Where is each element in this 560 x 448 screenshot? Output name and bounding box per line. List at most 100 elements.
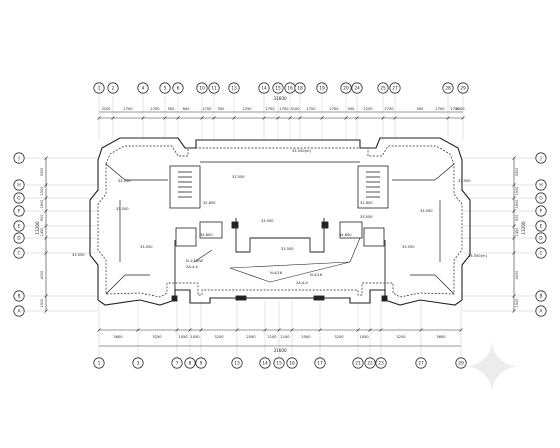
top-axis-bubble: 16 (284, 82, 296, 94)
left-axis-bubble: G (13, 192, 25, 204)
wiring-label: 2A-4-4 (186, 265, 199, 269)
svg-text:18: 18 (297, 86, 303, 92)
svg-text:E: E (540, 224, 543, 230)
bottom-dimension-value: 2100 (267, 335, 277, 339)
svg-text:27: 27 (418, 361, 424, 367)
svg-text:J: J (17, 156, 19, 162)
right-axis-bubble: F (535, 205, 547, 217)
left-axis-bubble: B (13, 290, 25, 302)
svg-text:21: 21 (355, 361, 361, 367)
bottom-total-dimension: 31600 (273, 348, 287, 353)
svg-text:27: 27 (392, 86, 398, 92)
top-axis-bubble: 4 (137, 82, 149, 94)
svg-text:7: 7 (176, 361, 179, 367)
svg-text:5: 5 (164, 86, 167, 92)
top-axis-bubble: 24 (351, 82, 363, 94)
central-walls (171, 218, 388, 302)
top-total-dimension: 31600 (273, 96, 287, 101)
right-dimension-value: 900 (515, 215, 519, 221)
bottom-dimension-value: 1050 (190, 335, 200, 339)
top-axis-bubble: 13 (228, 82, 240, 94)
top-dimension-value: 500 (218, 107, 226, 111)
top-axis-bubble: 10 (196, 82, 208, 94)
top-dimension-value: 3100 (290, 107, 300, 111)
svg-text:B: B (17, 294, 20, 300)
stair-core-right (339, 165, 389, 247)
svg-text:6: 6 (177, 86, 180, 92)
svg-text:20: 20 (343, 86, 349, 92)
bottom-axis-bubble: 23 (375, 357, 387, 369)
bottom-axis-bubble: 22 (364, 357, 376, 369)
bottom-dimension-value: 1050 (359, 335, 369, 339)
top-dimension-value: 2250 (363, 107, 373, 111)
right-dimension-value: 1500 (515, 299, 519, 308)
left-total-dimension: 13200 (35, 221, 40, 235)
svg-text:17: 17 (317, 361, 323, 367)
top-dimension-value: 600 (183, 107, 191, 111)
svg-text:D: D (17, 236, 21, 242)
left-dimension-value: 1500 (40, 187, 44, 196)
top-axis-bubble: 25 (377, 82, 389, 94)
elevation-label: 33.550 (458, 179, 471, 183)
left-dimension-value: 1500 (40, 299, 44, 308)
top-dimension-value: 3100 (455, 107, 465, 111)
bottom-axis-bubble: 13 (231, 357, 243, 369)
svg-text:15: 15 (276, 361, 282, 367)
dimension-lines (44, 111, 516, 347)
right-axis-bubble: A (535, 305, 547, 317)
bottom-dimension-value: 3250 (152, 335, 162, 339)
top-axis-bubble: 28 (442, 82, 454, 94)
left-axis-bubble: E (13, 220, 25, 232)
bottom-axis-bubble: 29 (455, 357, 467, 369)
svg-text:3: 3 (137, 361, 140, 367)
svg-text:F: F (18, 209, 21, 215)
elevation-label: 33.550 (281, 247, 294, 251)
bottom-axis-bubble: 16 (286, 357, 298, 369)
svg-text:1: 1 (98, 86, 101, 92)
elevation-label: 34.800 (339, 233, 352, 237)
top-axis-bubble: 18 (294, 82, 306, 94)
elevation-label: 33.550 (118, 179, 131, 183)
bottom-dimension-value: 2100 (280, 335, 290, 339)
bottom-dimension-value: 3250 (334, 335, 344, 339)
svg-text:A: A (539, 309, 542, 315)
plan-labels: 33.550(m) 33.550 33.550 33.550 33.550 33… (72, 149, 487, 285)
elevation-label: 33.550 (360, 215, 373, 219)
svg-text:10: 10 (199, 86, 205, 92)
right-dimension-value: 1450 (515, 228, 519, 237)
bottom-axis-bubble: 15 (273, 357, 285, 369)
svg-text:24: 24 (354, 86, 360, 92)
svg-text:G: G (17, 196, 21, 202)
top-dimension-value: 2700 (329, 107, 339, 111)
left-dimension-value: 1450 (40, 228, 44, 237)
svg-text:25: 25 (380, 86, 386, 92)
axis-grid-lines (24, 93, 536, 358)
roof-hip-lines (105, 161, 455, 295)
left-axis-bubble: H (13, 179, 25, 191)
bottom-axis-bubble: 7 (171, 357, 183, 369)
wiring-label: N-4/16 (310, 273, 323, 277)
left-axis-bubble: A (13, 305, 25, 317)
top-dimension-value: 2250 (242, 107, 252, 111)
right-axis-bubble: D (535, 232, 547, 244)
stair-core-left (169, 165, 223, 247)
svg-text:H: H (539, 183, 542, 189)
wiring-label: N-1/16/W (186, 259, 203, 263)
svg-text:2: 2 (112, 86, 115, 92)
wiring-label: 2A-4-4 (296, 281, 309, 285)
top-axis-bubble: 29 (457, 82, 469, 94)
top-dimension-value: 500 (348, 107, 356, 111)
bottom-axis-bubble: 14 (259, 357, 271, 369)
svg-text:4: 4 (142, 86, 145, 92)
top-axis-bubble: 1 (93, 82, 105, 94)
right-axis-bubble: C (535, 247, 547, 259)
elevation-label: 33.550 (402, 245, 415, 249)
top-axis-bubble: 11 (208, 82, 220, 94)
elevation-label: 32.850 (203, 201, 216, 205)
left-dimension-value: 4000 (40, 271, 44, 280)
svg-text:F: F (540, 209, 543, 215)
svg-text:13: 13 (234, 361, 240, 367)
svg-text:29: 29 (460, 86, 466, 92)
svg-text:1: 1 (98, 361, 101, 367)
